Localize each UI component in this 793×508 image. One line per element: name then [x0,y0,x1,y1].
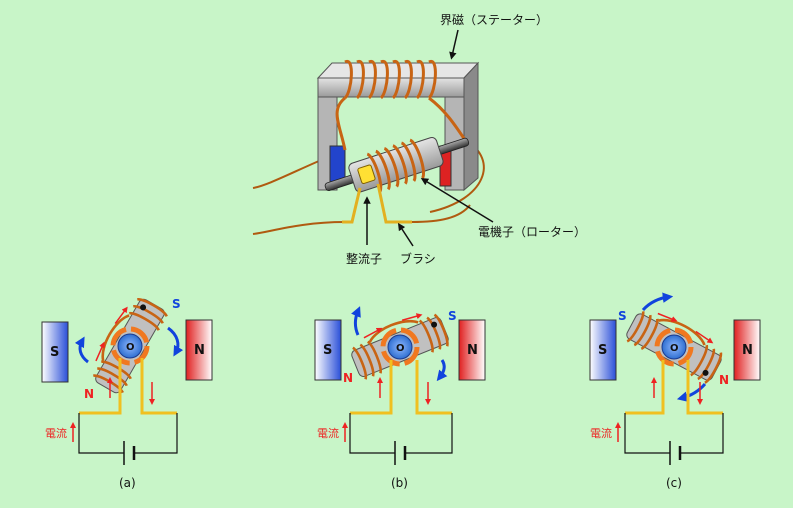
rotor-core [348,137,444,193]
rotor-center-label: O [670,343,679,354]
brush-wire-right [140,358,177,415]
rotation-arrow-left [351,306,361,336]
lead-wire-bottom-right [411,204,471,223]
current-label: 電流 [45,426,67,440]
current-label: 電流 [317,426,339,440]
panel-c: S N O S N 電流 (c) [589,292,761,490]
lead-wire-bottom-left [252,221,346,235]
brush-left-3d [342,187,362,224]
commutator-3d [357,164,376,185]
magnet-s-label: S [50,345,59,360]
leader-brush [397,222,414,247]
label-armature: 電機子（ローター） [478,224,586,239]
magnet-n-label: N [742,343,753,358]
rotor-n-label: N [84,387,94,401]
coil-end-dot [431,321,438,328]
magnet-n [458,319,486,381]
stator-pole-s [329,145,346,183]
rotor-center-label: O [396,343,405,354]
brush-wire-left [79,358,122,415]
commutator-ring [380,327,420,367]
rotor-n-label: N [719,373,729,387]
magnet-n [733,319,761,381]
rotor-center-label: O [126,342,135,353]
brush-wire-left [625,360,665,415]
brush-right-3d [376,183,412,224]
rotor-s-label: S [618,309,627,323]
rotation-arrow-left [74,336,89,364]
coil-end-dot [702,369,709,376]
label-commutator: 整流子 [346,251,382,266]
magnet-s [41,321,69,383]
panel-a: S N O S N 電流 (a) [41,297,213,490]
brush-wire-right [686,360,723,415]
circuit-wire [349,413,395,454]
circuit-wire [78,413,124,454]
commutator-ring [654,327,694,367]
magnet-n [185,319,213,381]
brush-wire-left [350,360,393,415]
rotor-hub [387,334,413,360]
magnet-n-label: N [194,343,205,358]
label-field: 界磁（ステーター） [440,12,548,27]
leader-armature [420,178,494,223]
rotor-s-label: S [172,297,181,311]
magnet-n-label: N [467,343,478,358]
rotor-3d [324,137,470,194]
magnet-s-label: S [598,343,607,358]
leader-field [449,29,459,60]
commutator-ring [110,326,150,366]
magnet-s [589,319,617,381]
coil-end-dot [140,304,147,311]
magnet-s-label: S [323,343,332,358]
panel-caption: (b) [391,476,408,490]
rotor-hub [661,334,687,360]
panel-caption: (a) [119,476,136,490]
label-brush: ブラシ [400,251,436,266]
rotation-arrow-right [436,359,448,382]
rotor-n-label: N [343,371,353,385]
panel-caption: (c) [666,476,682,490]
brush-wire-right [415,360,452,415]
current-label: 電流 [590,426,612,440]
circuit-wire [624,413,670,454]
rotor-hub [117,333,143,359]
rotation-arrow-bottom [676,382,707,402]
magnet-s [314,319,342,381]
field-coil [335,60,467,151]
rotation-arrow-right [167,326,184,357]
rotor-s-label: S [448,309,457,323]
rotation-arrow-top [641,292,674,312]
panel-b: S N O S N 電流 (b) [314,306,486,490]
motor-3d-illustration: 界磁（ステーター） 電機子（ローター） 整流子 ブラシ [252,12,586,266]
